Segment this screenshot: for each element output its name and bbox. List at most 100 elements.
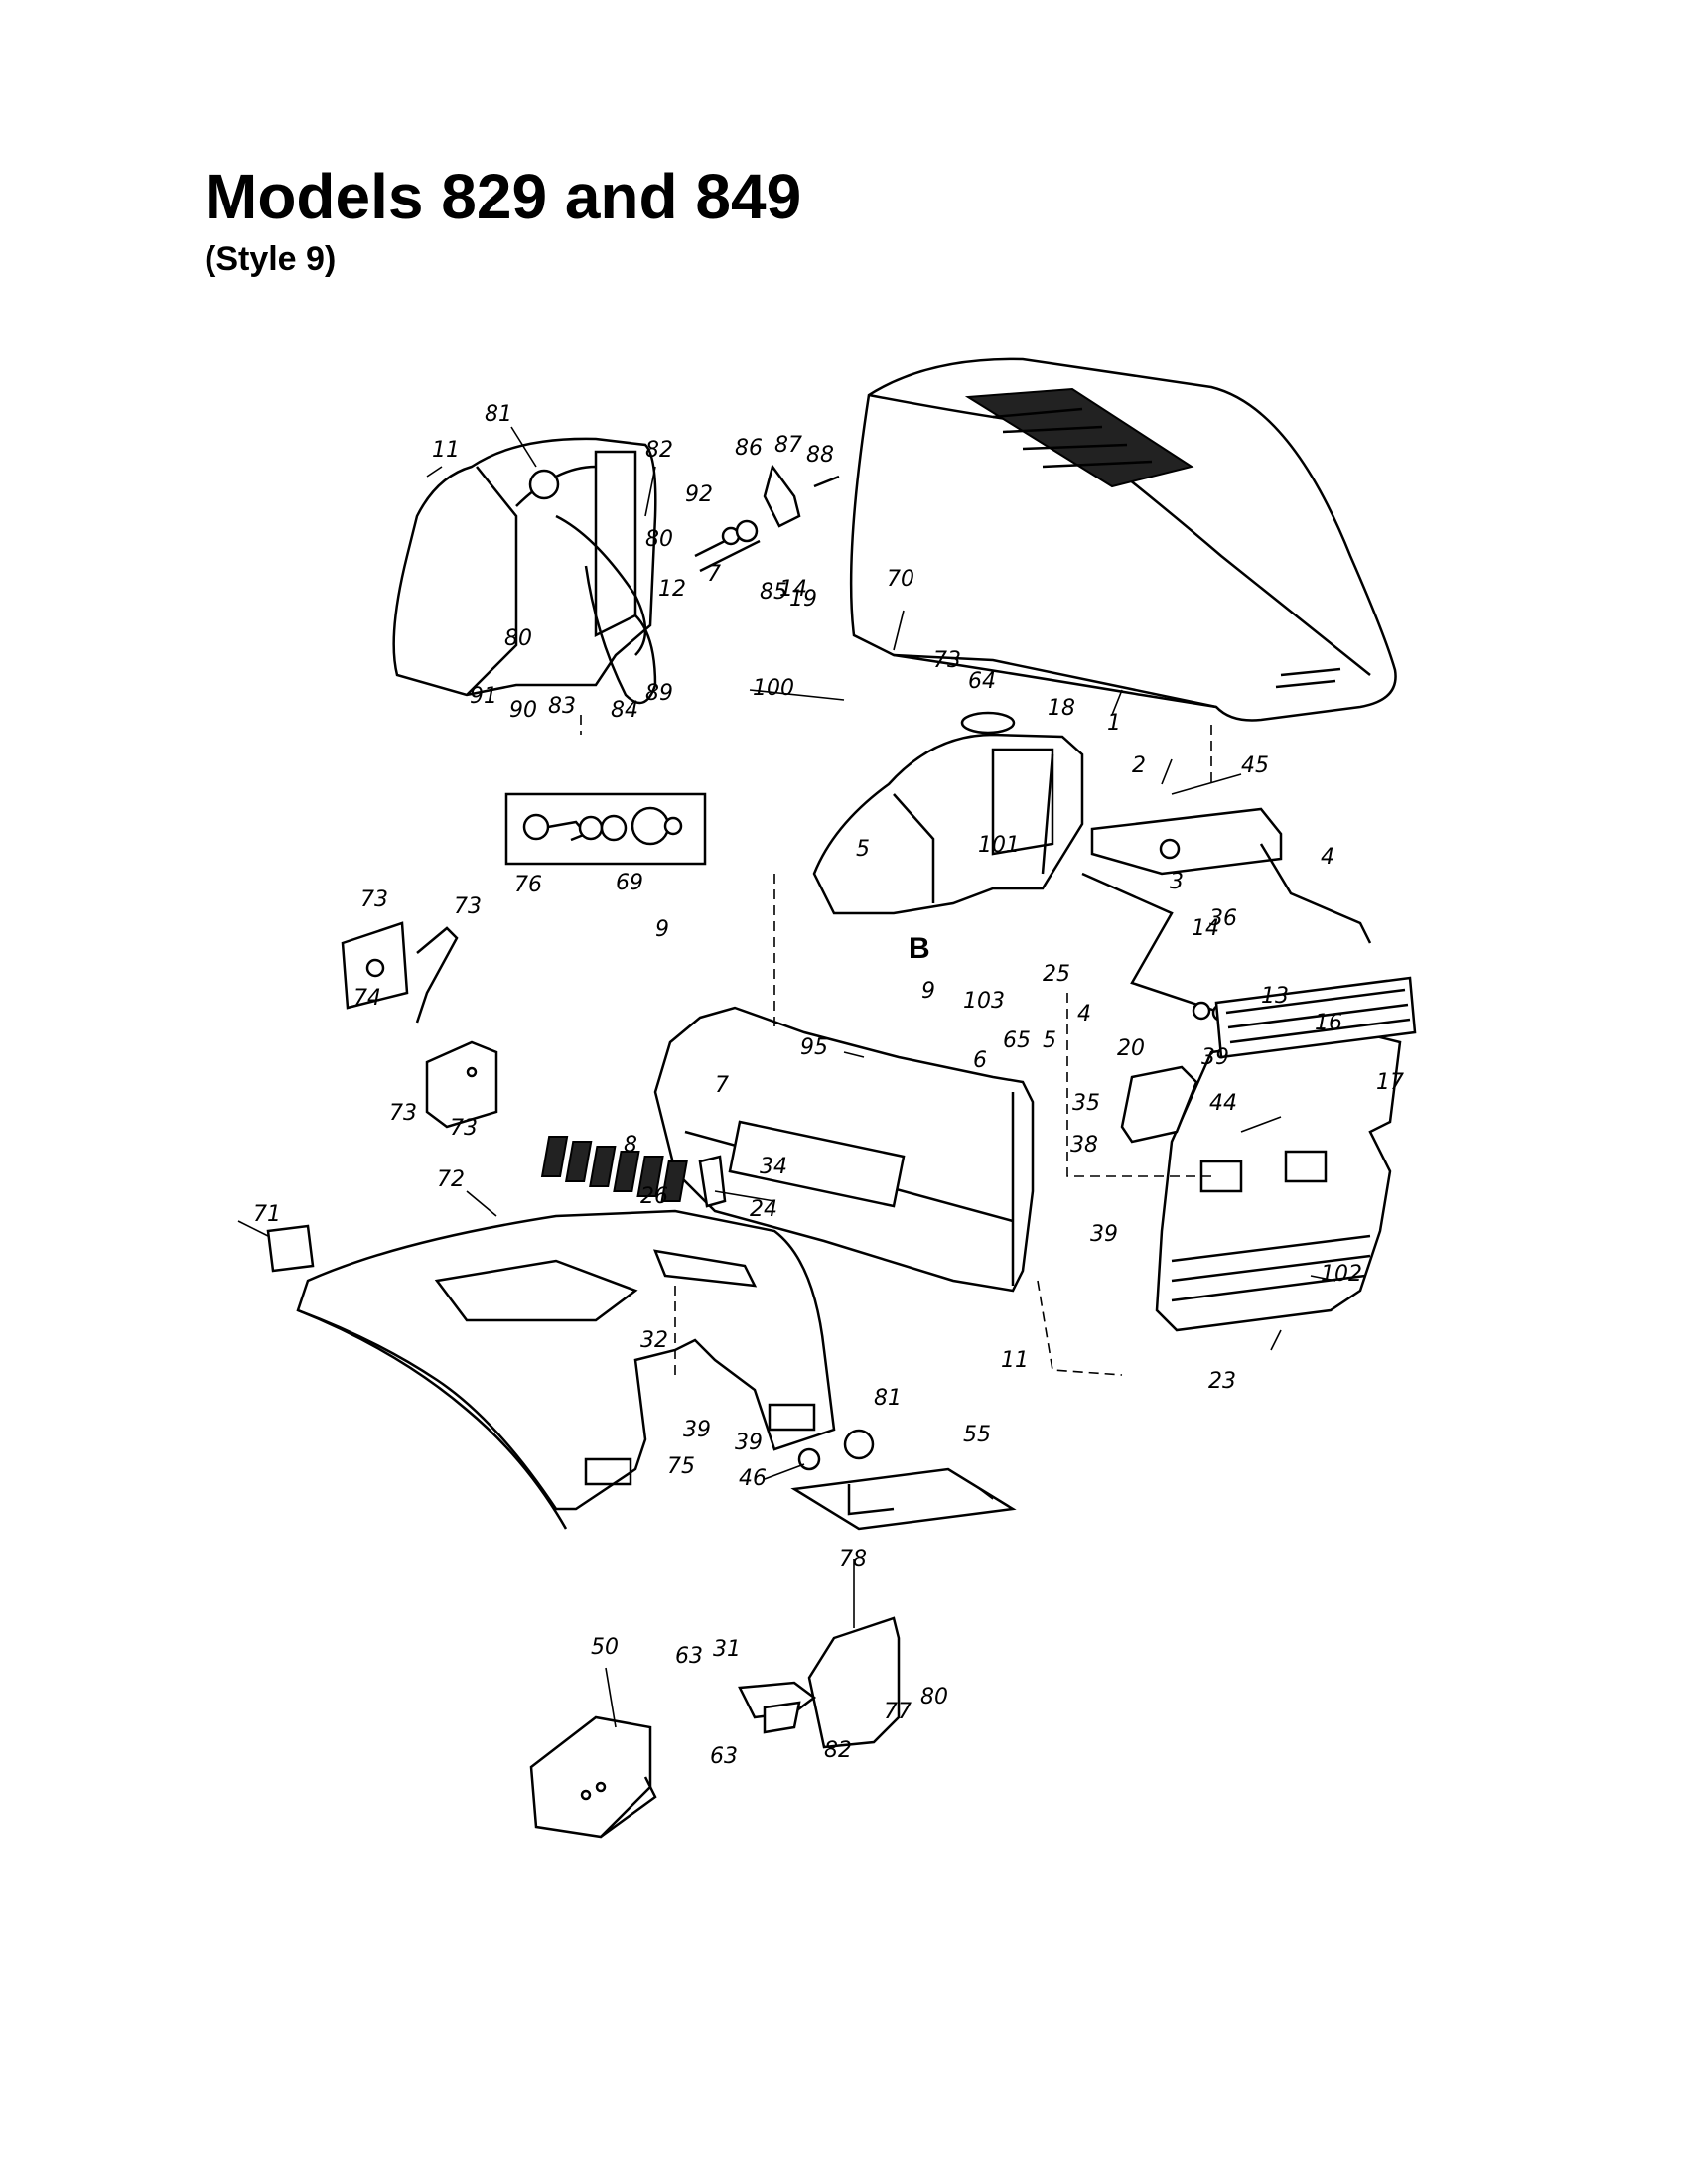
part-callout-11: 11 <box>1001 1348 1029 1373</box>
part-callout-32: 32 <box>640 1328 668 1353</box>
part-callout-2: 2 <box>1132 753 1146 778</box>
part-callout-70: 70 <box>887 567 914 592</box>
part-callout-90: 90 <box>509 698 537 723</box>
part-callout-8: 8 <box>624 1133 637 1158</box>
part-callout-63: 63 <box>710 1744 738 1769</box>
part-callout-16: 16 <box>1315 1011 1342 1035</box>
part-callout-55: 55 <box>963 1423 991 1447</box>
part-callout-44: 44 <box>1209 1091 1237 1116</box>
gas-cap-part <box>960 711 1016 735</box>
part-callout-73: 73 <box>360 887 388 912</box>
part-callout-39: 39 <box>683 1418 711 1442</box>
part-callout-4: 4 <box>1321 845 1334 870</box>
part-callout-25: 25 <box>1043 962 1070 987</box>
part-callout-91: 91 <box>470 684 497 709</box>
part-callout-80: 80 <box>920 1685 948 1709</box>
fender-part <box>266 1209 836 1530</box>
part-callout-81: 81 <box>874 1386 902 1411</box>
page-subtitle: (Style 9) <box>205 240 337 278</box>
part-callout-73: 73 <box>933 648 961 673</box>
part-callout-1: 1 <box>1107 711 1121 736</box>
part-callout-65: 65 <box>1003 1028 1031 1053</box>
part-callout-77: 77 <box>884 1700 912 1724</box>
part-callout-23: 23 <box>1208 1369 1236 1394</box>
part-callout-17: 17 <box>1376 1070 1404 1095</box>
part-callout-83: 83 <box>548 694 576 719</box>
switch-bracket-parts <box>341 921 498 1129</box>
hood-part <box>849 357 1397 722</box>
part-callout-5: 5 <box>856 837 870 862</box>
assembly-lines <box>580 715 1212 1380</box>
part-callout-73: 73 <box>450 1116 478 1141</box>
part-callout-11: 11 <box>432 438 460 463</box>
part-callout-38: 38 <box>1070 1133 1098 1158</box>
part-callout-31: 31 <box>713 1637 741 1662</box>
part-callout-5: 5 <box>1043 1028 1056 1053</box>
headlight-part <box>1120 1065 1198 1144</box>
part-callout-19: 19 <box>789 587 817 612</box>
part-callout-80: 80 <box>645 527 673 552</box>
part-callout-35: 35 <box>1072 1091 1100 1116</box>
part-callout-75: 75 <box>667 1454 695 1479</box>
part-callout-20: 20 <box>1117 1036 1145 1061</box>
shift-plate-part <box>790 1429 1017 1531</box>
part-callout-14: 14 <box>779 577 807 602</box>
part-callout-18: 18 <box>1048 696 1075 721</box>
part-callout-24: 24 <box>750 1197 777 1222</box>
part-callout-103: 103 <box>963 989 1005 1014</box>
part-callout-73: 73 <box>454 894 482 919</box>
part-callout-36: 36 <box>1209 906 1237 931</box>
part-callout-9: 9 <box>921 979 935 1004</box>
ignition-switch-kit <box>504 792 707 866</box>
part-callout-87: 87 <box>774 433 802 458</box>
part-callout-78: 78 <box>839 1547 867 1571</box>
part-callout-92: 92 <box>685 482 713 507</box>
part-callout-101: 101 <box>978 833 1020 858</box>
part-callout-7: 7 <box>707 562 721 587</box>
dash-tower-part <box>812 733 1084 915</box>
part-callout-13: 13 <box>1261 984 1289 1009</box>
part-callout-74: 74 <box>353 986 381 1011</box>
part-callout-4: 4 <box>1077 1002 1091 1026</box>
part-callout-86: 86 <box>735 436 763 461</box>
vent-slots <box>540 1120 906 1208</box>
part-callout-71: 71 <box>253 1202 281 1227</box>
grille-screen-part <box>1214 976 1417 1059</box>
dash-panel-part <box>392 437 657 705</box>
part-callout-82: 82 <box>824 1738 852 1763</box>
knob-part <box>698 1155 727 1208</box>
part-callout-45: 45 <box>1241 753 1269 778</box>
part-callout-82: 82 <box>645 438 673 463</box>
part-callout-6: 6 <box>973 1048 987 1073</box>
part-callout-39: 39 <box>1090 1222 1118 1247</box>
part-callout-102: 102 <box>1321 1262 1362 1287</box>
part-callout-85: 85 <box>760 580 787 605</box>
part-callout-26: 26 <box>640 1184 668 1209</box>
section-letter-b: B <box>909 932 930 965</box>
shift-linkage-parts <box>694 464 840 573</box>
grille-part <box>1155 1030 1402 1332</box>
part-callout-64: 64 <box>968 669 996 694</box>
part-callout-81: 81 <box>485 402 512 427</box>
part-callout-39: 39 <box>735 1431 763 1455</box>
part-callout-46: 46 <box>739 1466 767 1491</box>
part-callout-14: 14 <box>1192 916 1219 941</box>
part-callout-89: 89 <box>645 681 673 706</box>
part-callout-50: 50 <box>591 1635 619 1660</box>
part-callout-12: 12 <box>658 577 686 602</box>
part-callout-88: 88 <box>806 443 834 468</box>
mounting-bracket-part <box>738 1616 901 1749</box>
part-callout-34: 34 <box>760 1155 787 1179</box>
part-callout-9: 9 <box>655 917 669 942</box>
part-callout-7: 7 <box>715 1073 729 1098</box>
page-title: Models 829 and 849 <box>205 161 802 232</box>
part-callout-95: 95 <box>800 1035 828 1060</box>
part-callout-63: 63 <box>675 1644 703 1669</box>
part-callout-100: 100 <box>753 676 794 701</box>
mounting-plate-part <box>529 1715 657 1839</box>
leader-lines <box>237 426 1336 1728</box>
dash-panel-front-part <box>540 1006 1035 1293</box>
part-callout-84: 84 <box>611 698 638 723</box>
